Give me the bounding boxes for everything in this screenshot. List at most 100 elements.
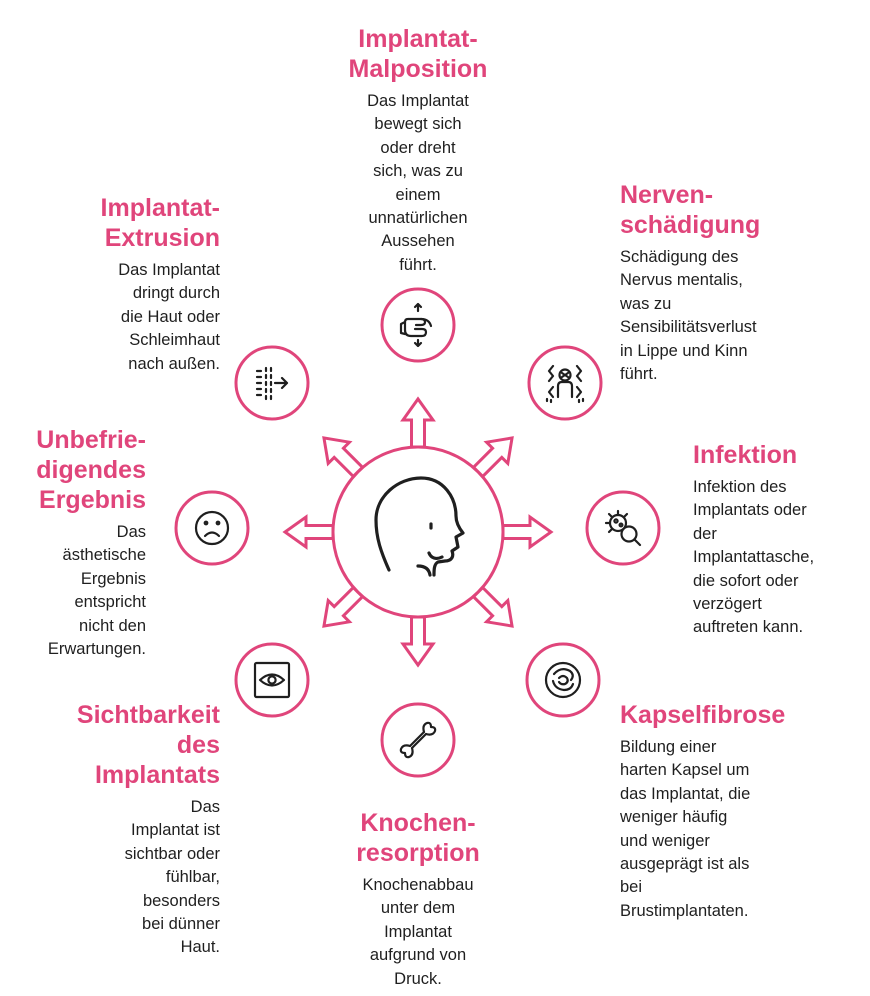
desc-line: Infektion des [693, 478, 787, 496]
head-profile-icon [374, 476, 465, 577]
capsule-swirl-icon [544, 661, 582, 699]
desc-line: Nervus mentalis, [620, 271, 743, 290]
desc-line: Schleimhaut [129, 331, 220, 350]
desc-line: bei [620, 878, 643, 897]
title-line: Extrusion [104, 224, 220, 252]
rotate-hand-icon [399, 302, 433, 348]
arrow-capsule [471, 585, 514, 628]
desc-line: ausgeprägt ist als [620, 855, 750, 874]
node-circle-visibility [234, 642, 310, 718]
title-line: des [176, 731, 220, 759]
desc-line: fühlbar, [165, 868, 220, 887]
node-circle-bone [380, 702, 456, 778]
title-line: digendes [36, 456, 146, 484]
desc-line: Druck. [394, 969, 442, 988]
desc-line: bei dünner [142, 915, 220, 934]
bone-icon [399, 721, 437, 759]
desc-line: verzögert [693, 595, 762, 614]
desc-line: Bildung einer [620, 738, 717, 756]
desc-line: oder dreht [380, 138, 456, 157]
desc-line: unnatürlichen [368, 209, 468, 228]
desc-line: nicht den [79, 616, 146, 635]
title-line: Implantat- [100, 194, 220, 222]
title-line: Implantat- [358, 25, 478, 53]
sad-face-icon [194, 510, 230, 546]
desc-line: sichtbar oder [124, 844, 220, 863]
title-line: Implantats [94, 761, 220, 789]
title-nerve: Nerven-schädigung [620, 180, 860, 240]
title-line: Nerven- [620, 181, 714, 209]
title-capsule: Kapselfibrose [620, 700, 860, 730]
desc-line: Sensibilitätsverlust [620, 318, 757, 337]
desc-line: auftreten kann. [693, 618, 804, 637]
desc-line: sich, was zu [373, 162, 463, 181]
desc-line: einem [395, 185, 441, 204]
desc-line: Erwartungen. [47, 640, 146, 659]
desc-line: aufgrund von [369, 946, 467, 965]
desc-line: entspricht [74, 593, 146, 612]
arrow-extrusion [322, 436, 365, 479]
desc-line: in Lippe und Kinn [620, 341, 748, 360]
title-line: Infektion [693, 441, 798, 469]
desc-line: Implantat [384, 922, 452, 941]
desc-line: führt. [399, 255, 437, 274]
desc-line: Aussehen [381, 232, 455, 251]
desc-line: nach außen. [128, 354, 220, 373]
node-circle-capsule [525, 642, 601, 718]
node-circle-result [174, 490, 250, 566]
arrow-infection [501, 514, 554, 550]
desc-line: Das [190, 798, 220, 816]
desc-line: Brustimplantaten. [620, 901, 749, 920]
title-line: Sichtbarkeit [76, 701, 220, 729]
desc-line: dringt durch [132, 284, 220, 303]
desc-line: die Haut oder [120, 307, 220, 326]
desc-line: ästhetische [62, 546, 146, 565]
extrusion-arrow-icon [255, 366, 289, 401]
title-malposition: Implantat-Malposition [295, 24, 541, 84]
desc-line: Implantats oder [693, 501, 807, 520]
desc-line: harten Kapsel um [620, 761, 750, 780]
desc-line: was zu [620, 294, 672, 313]
desc-line: Ergebnis [80, 569, 146, 588]
desc-line: Haut. [180, 938, 220, 957]
desc-line: Implantat ist [131, 821, 220, 840]
desc-line: führt. [620, 365, 658, 384]
center-hub [331, 445, 505, 619]
nerve-person-icon [545, 364, 585, 404]
title-extrusion: Implantat-Extrusion [20, 193, 220, 253]
title-line: Knochen- [360, 809, 476, 837]
icon-node-group [174, 287, 661, 778]
desc-line: Das Implantat [367, 92, 469, 110]
desc-line: besonders [142, 891, 220, 910]
desc-line: und weniger [620, 831, 710, 850]
arrow-group [282, 396, 554, 668]
desc-line: unter dem [380, 899, 456, 918]
arrow-malposition [400, 396, 436, 449]
arrow-bone [400, 615, 436, 668]
arrow-visibility [322, 585, 365, 628]
arrow-result [282, 514, 335, 550]
title-line: schädigung [620, 211, 761, 239]
desc-line: Implantattasche, [693, 548, 815, 567]
title-infection: Infektion [693, 440, 863, 470]
desc-line: Das [116, 523, 146, 541]
title-line: resorption [356, 839, 480, 867]
title-line: Ergebnis [39, 486, 146, 514]
